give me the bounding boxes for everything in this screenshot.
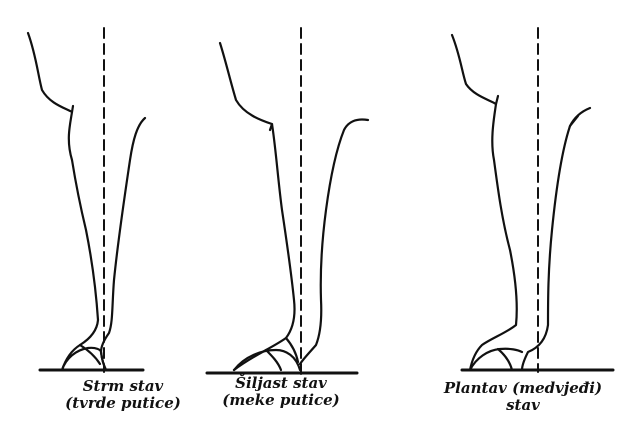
hock-mark xyxy=(570,116,578,126)
caption-line-1: Strm stav xyxy=(58,378,188,395)
leg-figure-pointed xyxy=(207,28,368,376)
dewclaw xyxy=(496,96,498,104)
dewclaw xyxy=(72,106,73,112)
leg-outline-front xyxy=(452,35,517,370)
leg-outline-back xyxy=(300,119,368,364)
leg-outline-front xyxy=(220,43,295,370)
hoof xyxy=(62,348,106,370)
leg-outline-back xyxy=(522,108,590,370)
caption-line-1: Plantav (medvjeđi) xyxy=(428,380,618,397)
caption-steep-stance: Strm stav (tvrde putice) xyxy=(58,378,188,412)
caption-line-2: (tvrde putice) xyxy=(58,395,188,412)
caption-line-1: Šiljast stav xyxy=(206,375,356,392)
hoof xyxy=(234,350,300,370)
leg-figure-plantigrade xyxy=(452,28,613,372)
leg-outline-back xyxy=(101,118,145,370)
coronet-band xyxy=(266,350,281,370)
caption-line-2: stav xyxy=(428,397,618,414)
caption-line-2: (meke putice) xyxy=(206,392,356,409)
coronet-band xyxy=(498,349,512,370)
caption-pointed-stance: Šiljast stav (meke putice) xyxy=(206,375,356,409)
leg-outline-front xyxy=(28,33,98,370)
leg-figure-steep xyxy=(28,28,145,372)
caption-plantigrade-stance: Plantav (medvjeđi) stav xyxy=(428,380,618,414)
pastern-line xyxy=(286,338,298,362)
